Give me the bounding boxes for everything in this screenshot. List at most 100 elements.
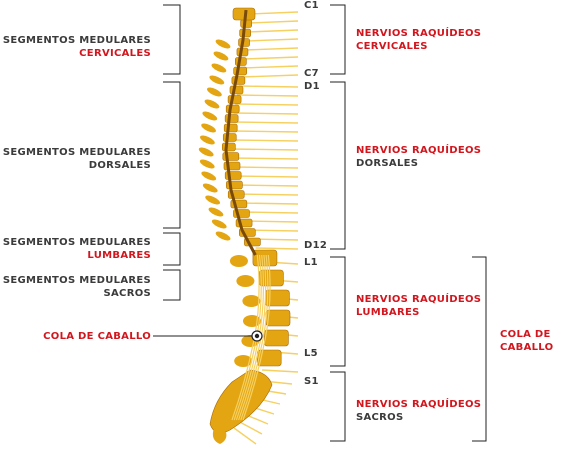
- spinous-process: [200, 135, 215, 145]
- label-line: CERVICALES: [79, 48, 151, 59]
- spinous-process: [215, 231, 231, 241]
- cauda-equina-pointer-center: [254, 333, 260, 339]
- lumbar-vertebra: [265, 309, 291, 327]
- label-line: NERVIOS RAQUÍDEOS: [356, 294, 482, 305]
- nerve-root: [241, 211, 299, 214]
- bracket-lumbar-segments: [163, 232, 181, 266]
- spinous-process: [202, 183, 218, 193]
- label-cauda-equina-left: COLA DE CABALLO: [43, 331, 151, 342]
- nerve-root: [233, 175, 299, 178]
- nerve-root: [247, 29, 299, 33]
- label-line: DORSALES: [88, 160, 151, 171]
- level-c7: C7: [304, 68, 319, 79]
- label-line: LUMBARES: [87, 250, 151, 261]
- bracket-cervical-nerves: [330, 4, 346, 75]
- label-line: CABALLO: [500, 342, 554, 353]
- spinous-process: [207, 87, 222, 97]
- sacrum: [209, 369, 273, 434]
- label-cauda-equina-right: COLA DE CABALLO: [500, 328, 553, 354]
- bracket-sacral-nerves: [330, 371, 346, 442]
- nerve-root: [236, 193, 299, 196]
- spinal-cord: [224, 9, 257, 256]
- nerve-root: [234, 184, 299, 187]
- spinous-process: [236, 275, 255, 287]
- vertebral-body: [222, 142, 236, 152]
- spinous-process: [201, 123, 216, 133]
- label-line: SEGMENTOS MEDULARES: [2, 35, 151, 46]
- label-sacral-nerves: NERVIOS RAQUÍDEOS SACROS: [356, 398, 481, 424]
- bracket-cervical-segments: [163, 4, 181, 75]
- label-lumbar-nerves: NERVIOS RAQUÍDEOS LUMBARES: [356, 293, 481, 319]
- spinous-process: [202, 111, 218, 121]
- label-lumbar-segments: SEGMENTOS MEDULARES LUMBARES: [3, 236, 151, 262]
- label-cervical-nerves: NERVIOS RAQUÍDEOS CERVICALES: [356, 27, 481, 53]
- left-brackets: [163, 4, 181, 301]
- label-dorsal-segments: SEGMENTOS MEDULARES DORSALES: [3, 146, 151, 172]
- label-line: SEGMENTOS MEDULARES: [2, 237, 151, 248]
- nerve-root: [246, 38, 299, 42]
- level-l1: L1: [304, 257, 318, 268]
- bracket-cauda-equina: [472, 256, 487, 442]
- level-c1: C1: [304, 0, 319, 11]
- spinous-process: [201, 171, 217, 181]
- bracket-lumbar-nerves: [330, 256, 346, 367]
- vertebral-body: [222, 133, 237, 142]
- level-d1: D1: [304, 81, 320, 92]
- nerve-root: [238, 85, 299, 88]
- nerve-root: [231, 130, 299, 133]
- nerve-root: [230, 139, 299, 142]
- spinous-process: [242, 295, 261, 307]
- label-cervical-segments: SEGMENTOS MEDULARES CERVICALES: [3, 34, 151, 60]
- vertebral-body: [225, 104, 240, 114]
- label-line: SACROS: [356, 412, 404, 423]
- spinous-process: [234, 355, 253, 367]
- vertebral-body: [224, 114, 239, 123]
- spinous-process: [215, 39, 231, 49]
- nerve-root: [230, 157, 299, 160]
- nerve-root: [243, 56, 299, 60]
- nerve-root: [248, 20, 299, 24]
- nerve-root: [243, 220, 299, 223]
- nerve-root: [232, 166, 299, 169]
- label-line: SEGMENTOS MEDULARES: [2, 275, 151, 286]
- right-brackets: [330, 4, 487, 442]
- spinous-process: [198, 147, 214, 157]
- vertebral-body: [223, 123, 238, 133]
- nerve-root: [249, 11, 299, 15]
- label-line: DORSALES: [356, 158, 419, 169]
- spinal-nerves: [230, 11, 299, 445]
- lumbar-vertebra: [264, 329, 289, 347]
- nerve-root: [232, 121, 299, 124]
- spinous-process: [199, 159, 215, 169]
- spinous-process: [204, 99, 220, 109]
- label-line: SEGMENTOS MEDULARES: [2, 147, 151, 158]
- cauda-equina-fiber: [242, 254, 271, 421]
- label-sacral-segments: SEGMENTOS MEDULARES SACROS: [3, 274, 151, 300]
- nerve-root: [240, 74, 299, 78]
- nerve-root: [245, 47, 299, 51]
- level-s1: S1: [304, 376, 319, 387]
- label-line: COLA DE: [500, 329, 551, 340]
- label-line: NERVIOS RAQUÍDEOS: [356, 399, 482, 410]
- spinous-process: [211, 219, 227, 229]
- level-d12: D12: [304, 240, 328, 251]
- label-line: NERVIOS RAQUÍDEOS: [356, 145, 482, 156]
- spinous-process: [208, 207, 224, 217]
- bracket-sacral-segments: [163, 269, 181, 301]
- label-line: SACROS: [103, 288, 151, 299]
- label-dorsal-nerves: NERVIOS RAQUÍDEOS DORSALES: [356, 144, 481, 170]
- label-line: CERVICALES: [356, 41, 428, 52]
- bracket-dorsal-segments: [163, 81, 181, 229]
- nerve-root: [236, 94, 299, 97]
- nerve-root: [230, 148, 299, 151]
- sacral-nerve: [233, 427, 257, 445]
- spinous-process: [205, 195, 221, 205]
- coccyx: [212, 428, 227, 444]
- nerve-root: [255, 247, 299, 250]
- nerve-root: [261, 369, 299, 373]
- nerve-root: [238, 202, 299, 205]
- spinous-process: [213, 51, 229, 61]
- vertebral-column: [198, 7, 291, 444]
- spinous-process: [211, 63, 227, 73]
